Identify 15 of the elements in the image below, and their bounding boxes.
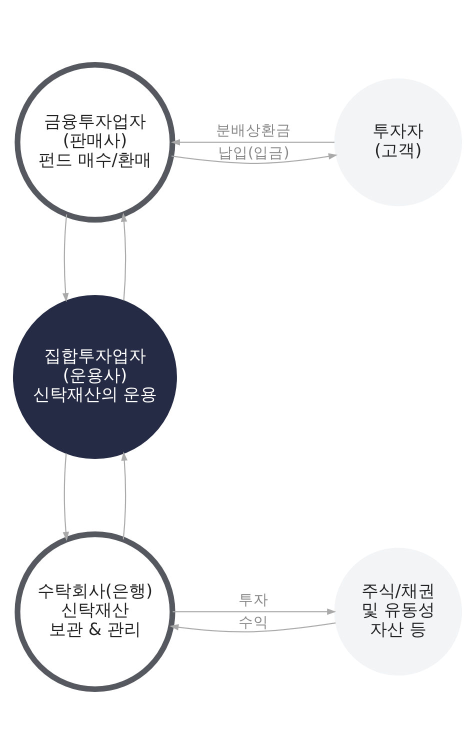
node-circle: 집합투자업자 (운용사) 신탁재산의 운용 — [12, 295, 176, 459]
arrow — [120, 452, 127, 540]
edge-label: 수익 — [238, 614, 268, 631]
arrow — [62, 214, 68, 302]
arrow — [170, 139, 334, 146]
arrow — [170, 153, 338, 164]
arrow — [172, 608, 336, 615]
arrow — [62, 453, 69, 541]
arrow — [169, 622, 336, 632]
node-circle: 주식/채권 및 유동성 자산 등 — [334, 548, 462, 676]
node-circle: 투자자 (고객) — [334, 78, 462, 206]
edge-label: 납입(입금) — [217, 144, 289, 162]
arrow — [120, 212, 127, 300]
edge-label: 분배상환금 — [216, 122, 291, 139]
edge-label: 투자 — [238, 591, 268, 608]
